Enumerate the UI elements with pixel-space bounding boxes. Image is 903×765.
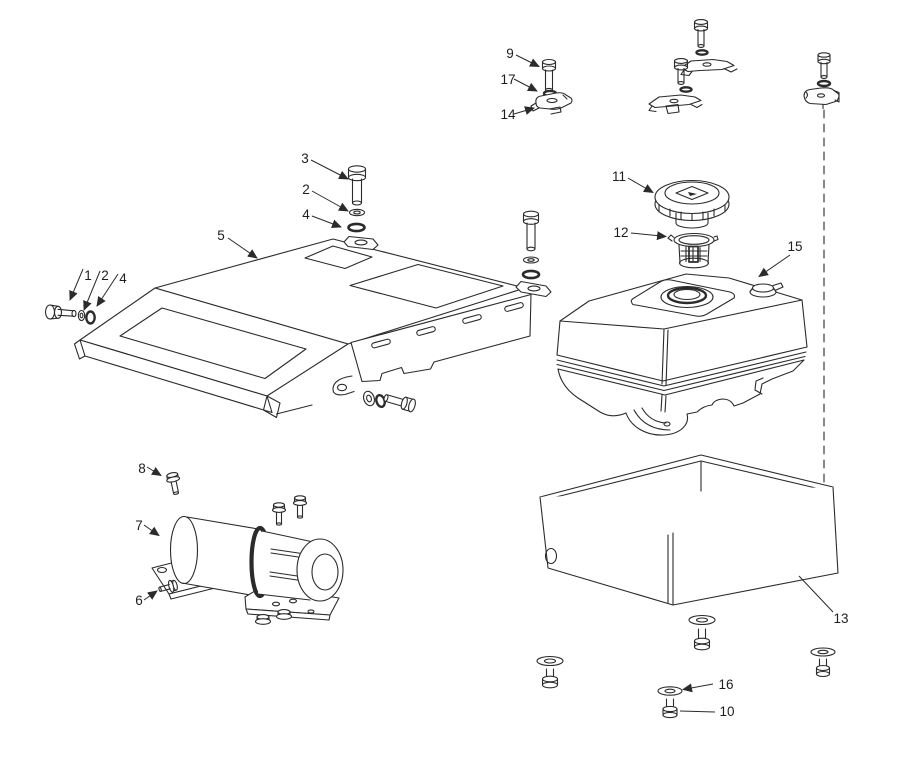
part-bolt-3-group (347, 165, 367, 233)
lock-washer (679, 86, 693, 93)
plate-side-flange (350, 293, 532, 383)
wing-bracket-lower (648, 94, 702, 109)
assembly-top-middle-brackets (648, 19, 738, 115)
part-hardware-below-plate (363, 390, 416, 413)
fastener-set-under-tray (688, 614, 716, 651)
plate-cutout-small (304, 245, 373, 270)
flange-nut (275, 609, 293, 620)
tray-walls (539, 486, 839, 606)
callout-16: 16 (718, 677, 733, 692)
callout-3: 3 (301, 151, 309, 166)
leader-2-top (311, 190, 349, 212)
flat-washer-2 (348, 208, 366, 217)
fastener-set-right (810, 647, 836, 678)
part-tank-tray-13 (539, 454, 839, 606)
callout-14: 14 (500, 107, 516, 122)
lock-washer (816, 79, 832, 88)
callout-9: 9 (506, 46, 514, 61)
part-bolt-8 (166, 471, 181, 495)
flat-washer-16 (657, 686, 683, 696)
flange-nut (254, 614, 272, 625)
fastener-set-left (536, 655, 564, 689)
leader-5 (227, 237, 258, 259)
flat-washer-2 (77, 309, 86, 322)
callout-5: 5 (217, 228, 225, 243)
lock-washer (521, 269, 541, 280)
leader-4-top (311, 215, 342, 229)
callout-15: 15 (787, 239, 802, 254)
callout-11: 11 (612, 169, 626, 184)
leader-1 (69, 268, 84, 301)
clamp-bracket (803, 87, 840, 106)
leader-2-left (83, 270, 101, 311)
leader-8 (146, 466, 162, 477)
motor-rear-cap (169, 515, 199, 585)
callout-12: 12 (613, 225, 628, 240)
leader-16 (682, 683, 714, 693)
part-motor-7 (151, 495, 344, 625)
callout-13: 13 (833, 611, 848, 626)
assembly-top-left-bracket (530, 58, 573, 115)
callout-labels: 9 17 14 3 2 4 5 1 2 4 11 12 15 8 7 6 13 … (84, 46, 848, 719)
plate-front-lip (79, 339, 273, 414)
tray-drain-hole (544, 547, 558, 565)
part-bolt-6 (158, 579, 178, 593)
callout-17: 17 (500, 72, 515, 87)
leader-6 (143, 590, 158, 601)
leader-13 (798, 575, 834, 613)
bracket-14 (535, 92, 573, 110)
lock-washer-4 (85, 310, 96, 325)
callout-6: 6 (135, 593, 143, 608)
part-fuel-cap-11 (654, 179, 730, 229)
flat-washer (522, 256, 540, 264)
lock-washer-4 (347, 222, 366, 233)
leader-3 (310, 159, 349, 180)
callout-4-top: 4 (302, 207, 310, 222)
plate-ear-middle (343, 235, 379, 251)
leader-12 (630, 231, 667, 241)
callout-4-left: 4 (119, 271, 127, 286)
fastener-set-center (657, 686, 683, 719)
leader-4-left (96, 273, 119, 307)
part-bolt-right-ear-group (521, 210, 541, 280)
bolt-9-shaft (544, 69, 554, 91)
callout-2-top: 2 (302, 182, 310, 197)
tank-lower-body (557, 359, 805, 436)
assembly-top-right-clamp (803, 52, 840, 110)
leader-7 (143, 524, 160, 537)
leader-9 (515, 54, 540, 67)
plate-ear-right (515, 280, 552, 298)
callout-1: 1 (84, 268, 92, 283)
plate-cutout-sloped (119, 307, 307, 380)
motor-drum-ribs (269, 548, 306, 582)
callout-8: 8 (138, 461, 146, 476)
leader-11 (627, 177, 654, 194)
part-bolt-1-group (44, 304, 96, 325)
leader-15 (758, 254, 791, 278)
part-mounting-plate-5 (73, 235, 552, 419)
leader-17 (513, 78, 538, 92)
motor-front-face (296, 538, 344, 602)
flange-bolt (292, 495, 308, 519)
flange-bolt (271, 502, 287, 526)
callout-7: 7 (135, 518, 143, 533)
leader-10 (679, 710, 716, 713)
callout-2-left: 2 (101, 268, 109, 283)
lock-washer (695, 49, 709, 56)
part-fuel-strainer-12 (667, 232, 719, 269)
bolt-1-head (44, 304, 56, 320)
leader-14 (513, 106, 535, 115)
plate-cutout-large (349, 263, 504, 309)
callout-leaders (69, 54, 834, 713)
part-fuel-tank-15 (556, 273, 808, 436)
callout-10: 10 (719, 704, 734, 719)
tank-seam-band (556, 346, 808, 396)
tank-filler-recess (630, 279, 736, 317)
